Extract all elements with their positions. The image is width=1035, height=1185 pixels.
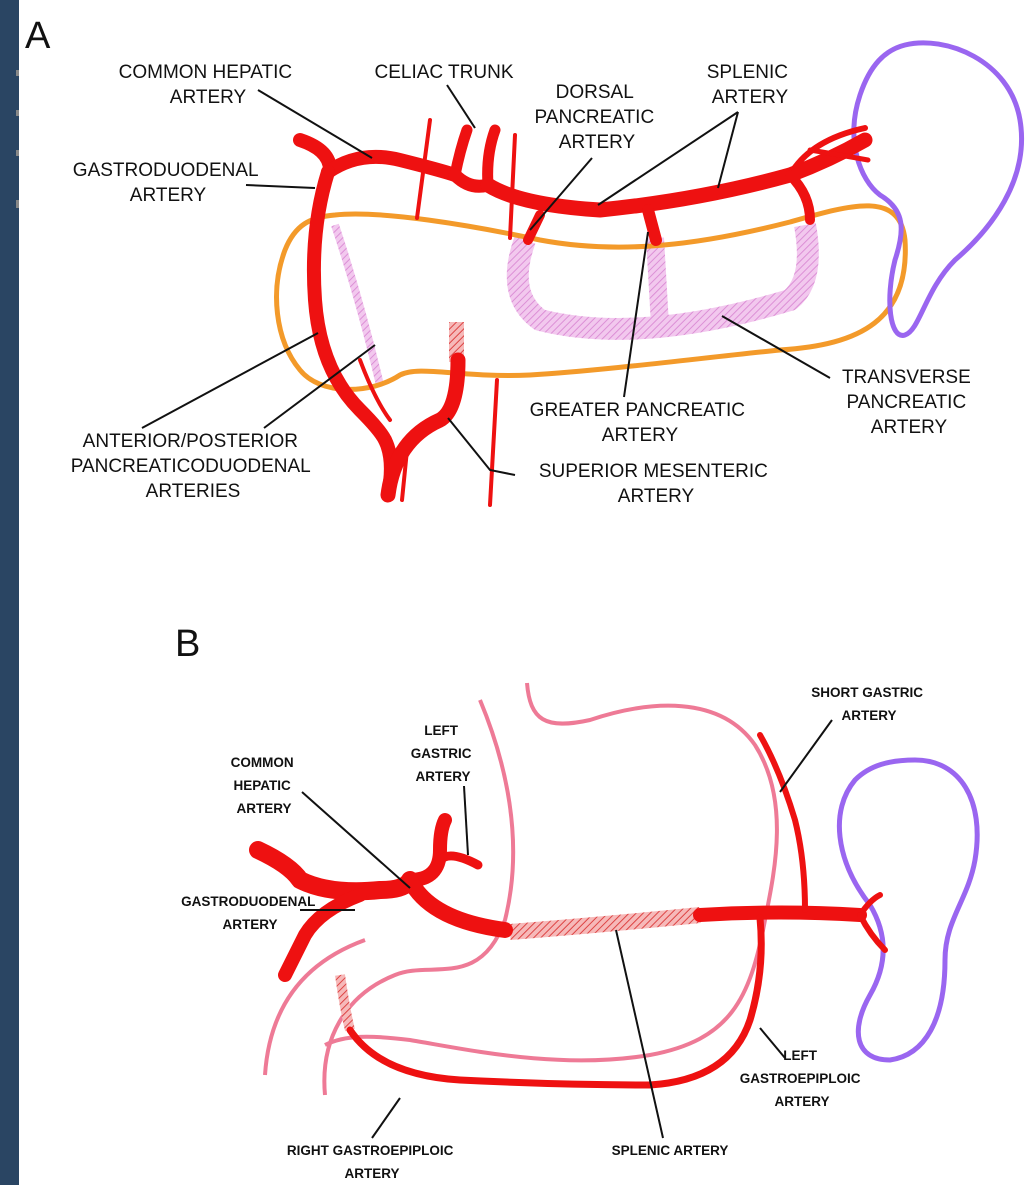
splenic-artery-hidden [510,915,700,932]
diagram-canvas: A [19,0,1035,1185]
leader-greater [624,232,648,397]
leader-short-gastric [780,720,832,792]
label-dorsal-pancreatic: DORSAL PANCREATIC ARTERY [535,82,660,153]
label-splenic-b: SPLENIC ARTERY [612,1143,729,1158]
label-splenic-a: SPLENIC ARTERY [707,62,794,108]
label-greater-pancreatic: GREATER PANCREATIC ARTERY [530,400,751,446]
label-short-gastric: SHORT GASTRIC ARTERY [811,685,927,723]
leader-right-gastroepiploic [372,1098,400,1138]
common-hepatic-artery-b [258,850,410,891]
panel-a: A [25,15,1022,507]
label-gastroduodenal-a: GASTRODUODENAL ARTERY [73,160,263,206]
label-anterior-posterior: ANTERIOR/POSTERIOR PANCREATICODUODENAL A… [71,431,316,502]
label-celiac-trunk: CELIAC TRUNK [374,62,513,83]
spleen-a [854,43,1022,336]
leader-left-gastric [464,786,468,855]
leader-common-hepatic-b [302,792,410,888]
label-transverse-pancreatic: TRANSVERSE PANCREATIC ARTERY [842,367,976,438]
celiac-branch-left [455,130,467,175]
splenic-artery-proximal [410,880,505,930]
celiac-branch-right [488,130,495,185]
leader-splenic-b [616,930,663,1138]
hidden-pancreaticoduodenal [335,225,380,385]
leader-left-gastroepiploic [760,1028,785,1058]
dorsal-pancreatic-origin [528,215,540,240]
panel-b: B SHORT GASTRIC ARTERY [175,623,977,1181]
greater-pancreatic-origin [648,210,656,240]
label-left-gastroepiploic: LEFT GASTROEPIPLOIC ARTERY [740,1048,865,1109]
common-hepatic-artery-a [328,157,455,175]
left-gastric-artery-b [440,856,478,865]
panel-b-letter: B [175,623,200,665]
leader-gastroduodenal [246,185,315,188]
superior-mesenteric-artery-a [388,360,458,495]
label-gastroduodenal-b: GASTRODUODENAL ARTERY [181,894,319,932]
leader-sma [448,418,515,475]
leader-anterior [142,333,318,428]
aorta-line-right-top [510,135,515,238]
celiac-b [410,820,445,880]
label-common-hepatic-a: COMMON HEPATIC ARTERY [119,62,298,108]
leader-dorsal [530,158,592,230]
panel-a-letter: A [25,15,51,57]
anatomy-diagram: A [19,0,1035,1185]
label-left-gastric: LEFT GASTRIC ARTERY [411,723,476,784]
label-superior-mesenteric: SUPERIOR MESENTERIC ARTERY [539,461,773,507]
label-common-hepatic-b: COMMON HEPATIC ARTERY [231,755,298,816]
label-right-gastroepiploic: RIGHT GASTROEPIPLOIC ARTERY [287,1143,457,1181]
aorta-line-right-bottom [490,380,497,505]
sidebar-marks [0,0,19,1185]
short-gastric-artery-b [760,735,805,910]
splenic-artery-distal [700,913,860,916]
greater-pancreatic-hidden [655,238,660,325]
transverse-pancreatic-origin [790,175,810,220]
leader-celiac [447,85,475,128]
